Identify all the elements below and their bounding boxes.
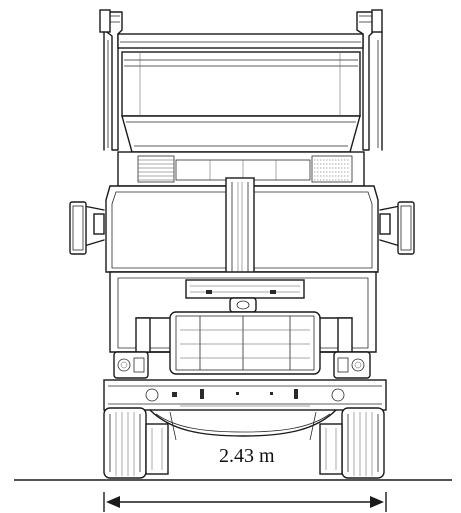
cab-face — [105, 177, 379, 279]
width-dimension-arrow — [103, 492, 387, 512]
radiator-grille — [135, 311, 353, 375]
dimension-label-box — [212, 440, 296, 470]
front-wheels — [103, 407, 385, 479]
cab-roof — [117, 151, 365, 187]
front-bumper — [103, 379, 387, 411]
skip-container — [121, 51, 361, 153]
width-dimension-label: 2.43 m — [219, 445, 275, 467]
headlights — [113, 351, 371, 379]
loader-arms — [99, 9, 383, 151]
front-axle — [149, 409, 337, 441]
side-mirrors — [69, 201, 415, 255]
